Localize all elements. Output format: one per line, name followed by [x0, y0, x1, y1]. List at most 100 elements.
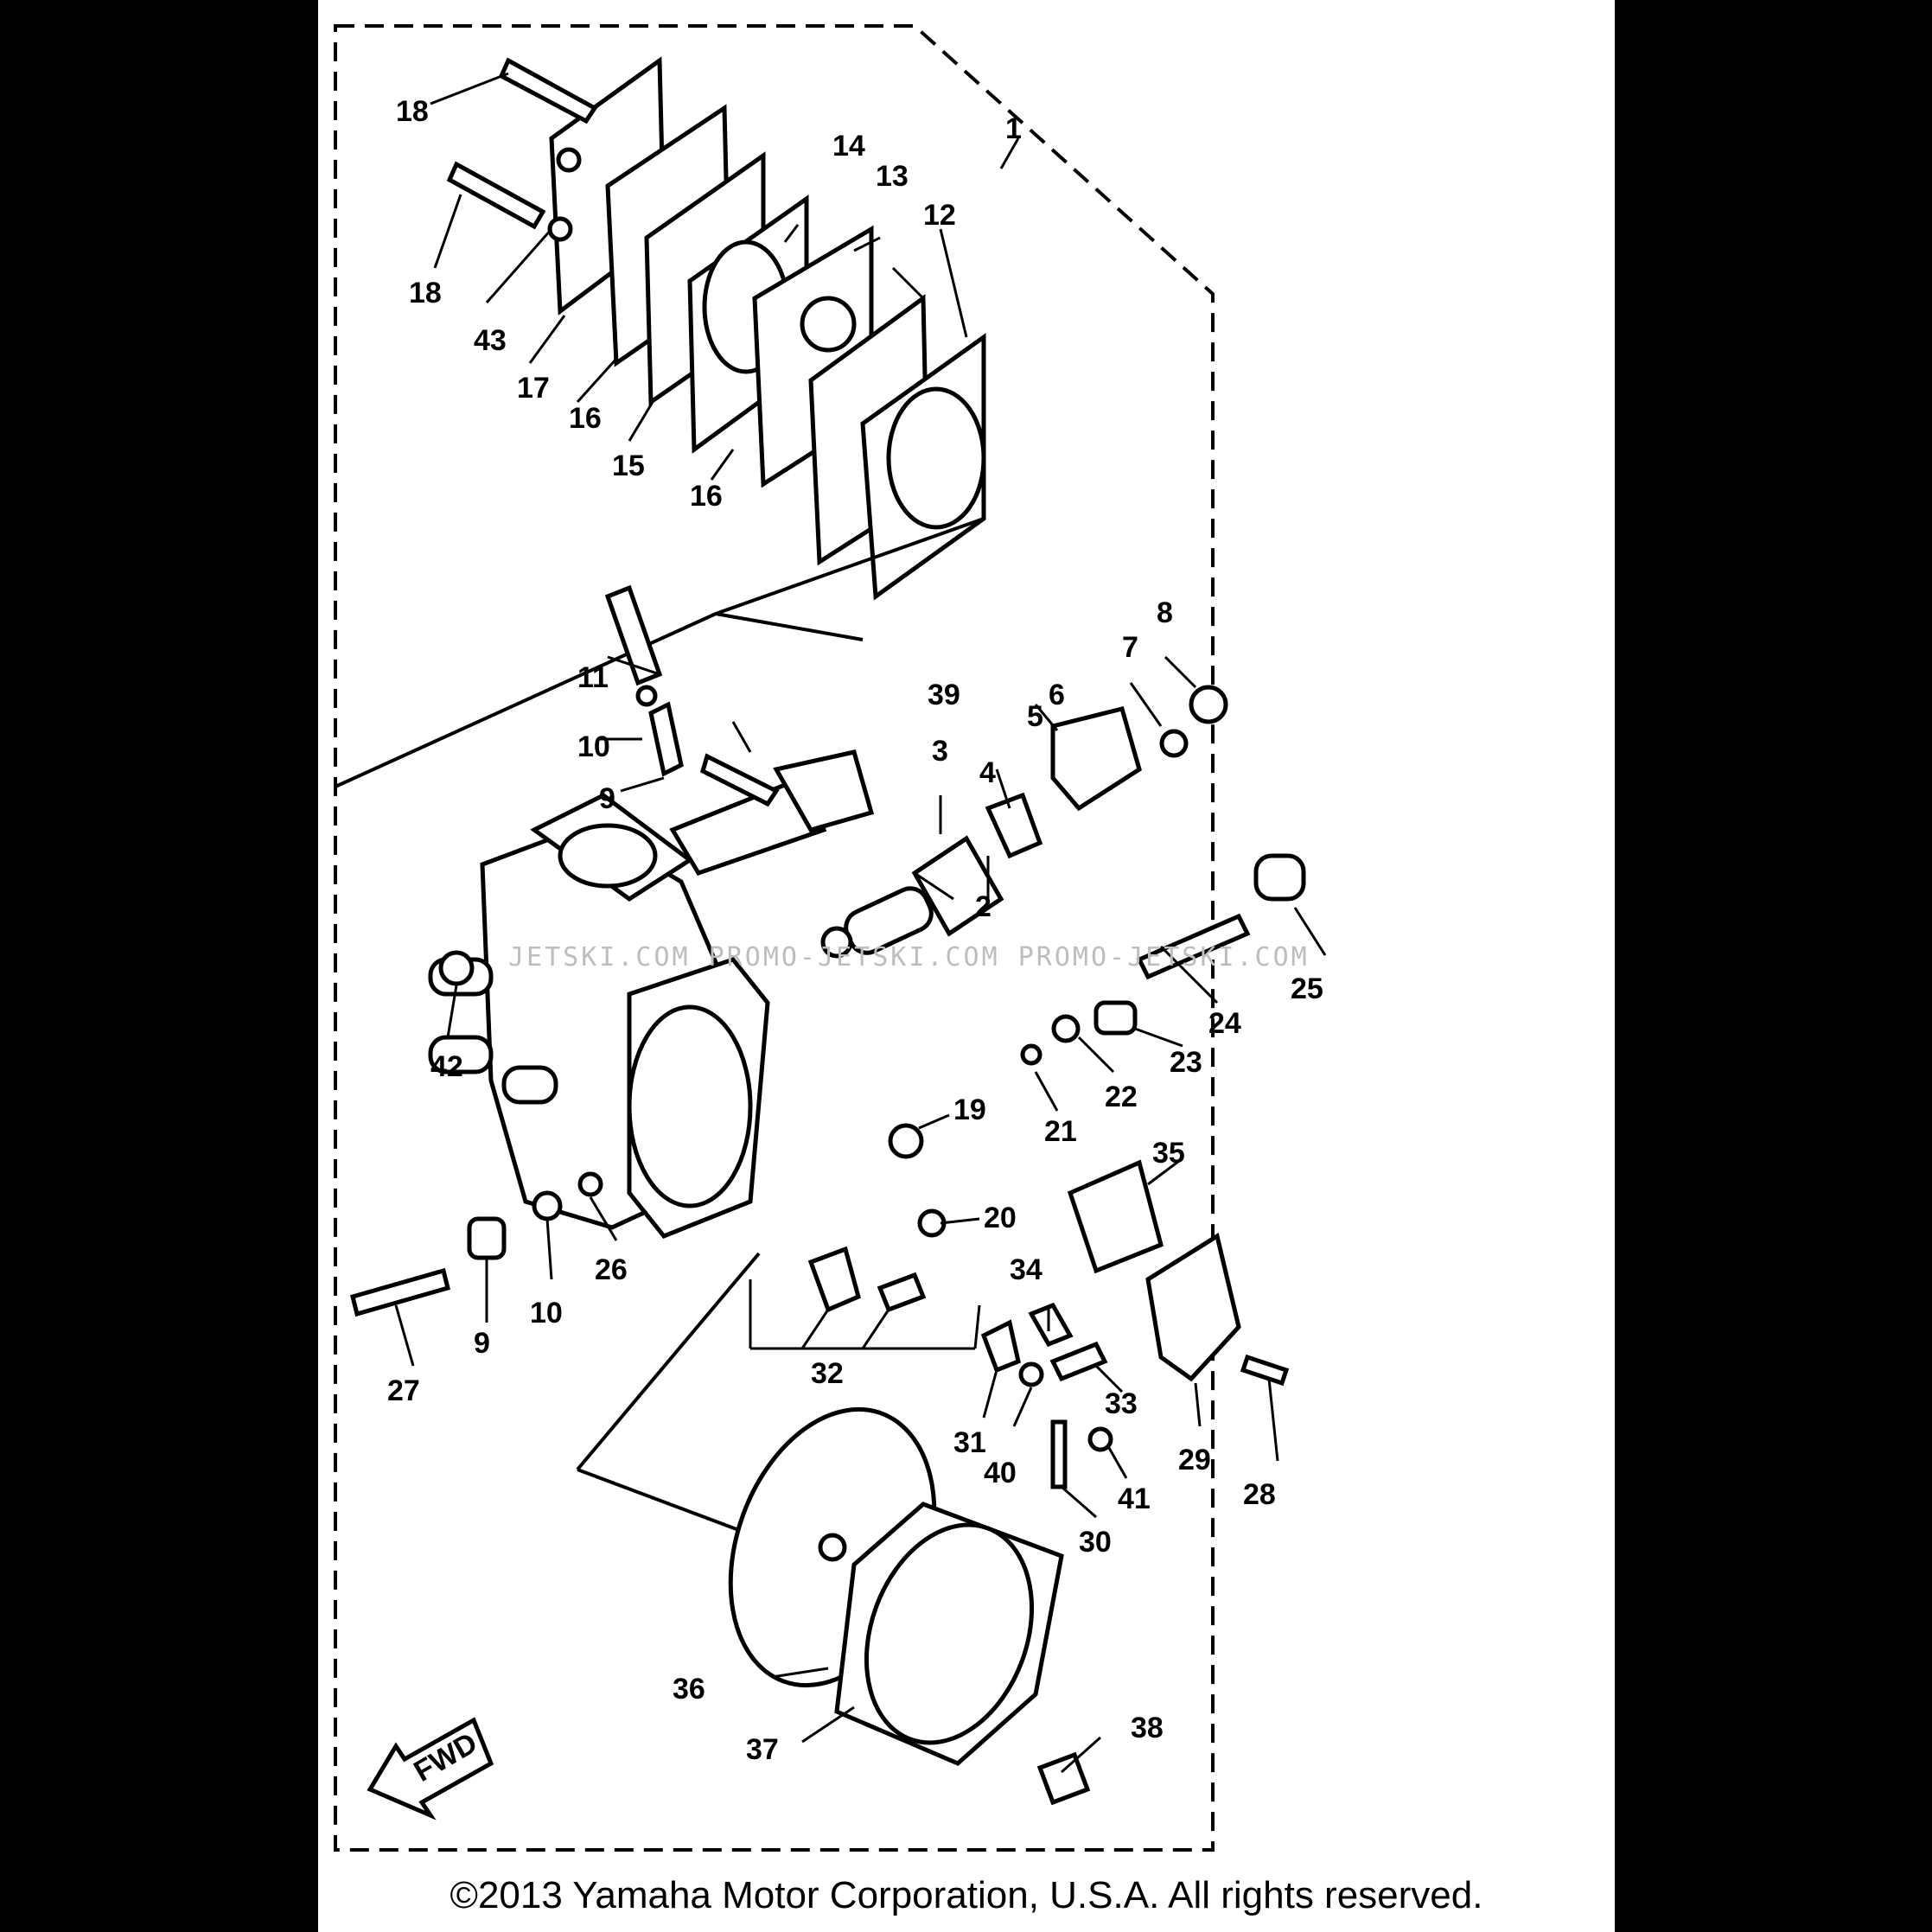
plug-19 [888, 1123, 924, 1159]
callout-13: 13 [876, 160, 909, 193]
callout-32: 32 [811, 1357, 844, 1390]
carburetor-exploded-diagram: FWD [334, 24, 1327, 1852]
screw-28 [1240, 1354, 1290, 1387]
spring-34 [1028, 1302, 1074, 1348]
plate-35 [1067, 1159, 1164, 1274]
callout-15: 15 [612, 450, 645, 482]
callouts: 1 2 3 4 5 6 7 8 9 9 10 10 11 12 13 14 15… [387, 95, 1323, 1766]
callout-18a: 18 [396, 95, 429, 128]
washer-2 [820, 926, 853, 959]
callout-43: 43 [474, 324, 507, 357]
callout-8: 8 [1157, 596, 1173, 629]
callout-17: 17 [517, 372, 550, 405]
needle-32 [807, 1246, 861, 1313]
assembly-boundary [334, 24, 1215, 1852]
screw-24 [1136, 913, 1251, 980]
cam-6 [1050, 705, 1142, 812]
callout-5: 5 [1027, 700, 1043, 733]
callout-16b: 16 [690, 480, 723, 513]
screw-38 [1036, 1751, 1091, 1806]
washer-10a [635, 685, 658, 707]
screw-18a [498, 57, 598, 124]
callout-28: 28 [1243, 1478, 1276, 1511]
left-parts [349, 950, 603, 1317]
pump-group-outline [335, 517, 985, 788]
needle-27 [349, 1267, 451, 1317]
throttle-lever [773, 749, 875, 832]
callout-7: 7 [1122, 631, 1138, 664]
plug-20 [917, 1208, 947, 1238]
clip-7 [1159, 729, 1189, 758]
callout-12: 12 [923, 199, 956, 232]
callout-2: 2 [975, 890, 992, 923]
callout-9b: 9 [474, 1327, 490, 1360]
callout-9a: 9 [599, 782, 615, 815]
callout-35: 35 [1152, 1137, 1185, 1170]
callout-24: 24 [1208, 1007, 1241, 1040]
callout-41: 41 [1118, 1482, 1151, 1515]
screw-40 [1018, 1361, 1044, 1387]
callout-31: 31 [953, 1426, 986, 1459]
callout-34: 34 [1010, 1253, 1043, 1286]
cap-25 [1253, 853, 1306, 902]
screw-41 [1087, 1426, 1113, 1452]
pump-stack [446, 56, 986, 601]
fuel-nipple-c [501, 1065, 558, 1105]
callout-33: 33 [1105, 1387, 1138, 1420]
leader-lines [394, 72, 1327, 1774]
washer-10b [532, 1190, 563, 1221]
callout-18b: 18 [409, 277, 442, 309]
callout-25: 25 [1291, 972, 1323, 1005]
callout-29: 29 [1178, 1444, 1211, 1476]
fwd-arrow-shape [367, 1717, 494, 1820]
washer-22 [1051, 1014, 1081, 1043]
spring-9b [467, 1216, 507, 1260]
callout-11: 11 [577, 661, 609, 694]
spring-23 [1094, 1000, 1138, 1036]
callout-22: 22 [1105, 1081, 1138, 1113]
copyright-notice: ©2013 Yamaha Motor Corporation, U.S.A. A… [450, 1874, 1483, 1916]
lever-5 [985, 792, 1043, 859]
carburetor-body [428, 749, 875, 1240]
callout-4: 4 [979, 756, 996, 789]
callout-19: 19 [953, 1094, 986, 1126]
callout-36: 36 [673, 1673, 705, 1706]
needle-32b [877, 1272, 927, 1313]
fwd-arrow: FWD [367, 1717, 494, 1820]
callout-10b: 10 [530, 1297, 563, 1329]
lever-33 [1049, 1341, 1108, 1382]
diagram-sheet: FWD [318, 0, 1615, 1932]
callout-20: 20 [984, 1202, 1017, 1234]
callout-42: 42 [430, 1050, 463, 1083]
throttle-shaft-parts [604, 584, 1228, 959]
screw-11 [604, 584, 663, 686]
callout-1: 1 [1005, 112, 1022, 145]
callout-6: 6 [1049, 679, 1065, 711]
callout-37: 37 [746, 1733, 779, 1766]
pin-30 [1050, 1419, 1068, 1489]
callout-23: 23 [1170, 1046, 1202, 1079]
spring-3 [911, 835, 1004, 937]
bottom-group [576, 1252, 1091, 1806]
callout-10a: 10 [577, 730, 610, 763]
ring-26 [577, 1171, 603, 1197]
screw-42 [438, 950, 475, 986]
spring-9a [648, 701, 684, 777]
callout-3: 3 [932, 735, 948, 768]
gasket-31 [980, 1319, 1021, 1374]
ring-21 [1020, 1043, 1043, 1066]
callout-39: 39 [928, 679, 960, 711]
callout-21: 21 [1044, 1115, 1077, 1148]
screw-18b [446, 161, 546, 230]
watermark: JETSKI.COM PROMO-JETSKI.COM PROMO-JETSKI… [508, 942, 1310, 972]
callout-14: 14 [832, 130, 865, 163]
cover-29 [1145, 1233, 1241, 1382]
throttle-bore [558, 823, 658, 889]
nut-8 [1189, 685, 1228, 724]
callout-40: 40 [984, 1457, 1017, 1489]
callout-30: 30 [1079, 1526, 1112, 1559]
washer-43 [547, 216, 573, 242]
callout-16a: 16 [569, 402, 602, 435]
fuel-nipple-b [428, 1035, 494, 1074]
callout-27: 27 [387, 1374, 420, 1407]
